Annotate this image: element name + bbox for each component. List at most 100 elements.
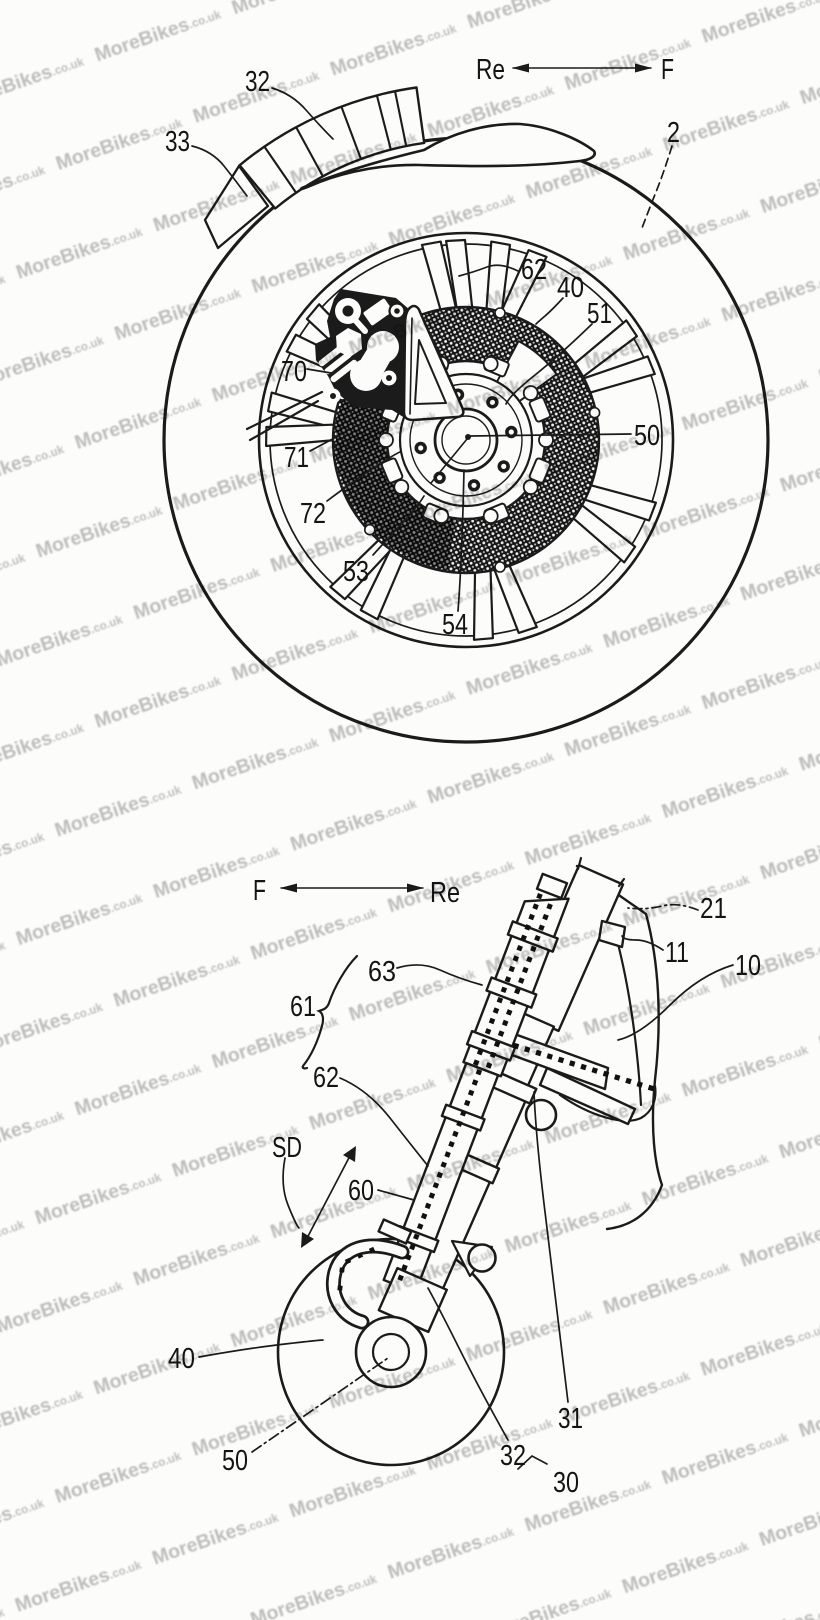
svg-text:MoreBikes.co.uk: MoreBikes.co.uk — [464, 0, 596, 33]
svg-text:50: 50 — [634, 420, 660, 452]
svg-text:MoreBikes.co.uk: MoreBikes.co.uk — [112, 281, 244, 345]
svg-text:MoreBikes.co.uk: MoreBikes.co.uk — [248, 901, 380, 965]
svg-text:MoreBikes.co.uk: MoreBikes.co.uk — [719, 263, 820, 327]
svg-text:62: 62 — [313, 1062, 339, 1094]
svg-text:MoreBikes.co.uk: MoreBikes.co.uk — [777, 433, 820, 497]
svg-text:MoreBikes.co.uk: MoreBikes.co.uk — [0, 933, 9, 997]
svg-text:MoreBikes.co.uk: MoreBikes.co.uk — [111, 948, 243, 1012]
svg-text:MoreBikes.co.uk: MoreBikes.co.uk — [718, 929, 820, 993]
svg-text:MoreBikes.co.uk: MoreBikes.co.uk — [0, 267, 9, 331]
svg-text:MoreBikes.co.uk: MoreBikes.co.uk — [699, 0, 820, 48]
svg-text:51: 51 — [587, 298, 612, 330]
svg-text:MoreBikes.co.uk: MoreBikes.co.uk — [268, 1179, 400, 1243]
svg-text:MoreBikes.co.uk: MoreBikes.co.uk — [229, 622, 361, 686]
svg-text:MoreBikes.co.uk: MoreBikes.co.uk — [92, 669, 224, 733]
svg-text:30: 30 — [553, 1467, 579, 1499]
svg-text:MoreBikes.co.uk: MoreBikes.co.uk — [130, 1227, 262, 1291]
svg-text:21: 21 — [700, 893, 727, 925]
svg-text:MoreBikes.co.uk: MoreBikes.co.uk — [0, 995, 106, 1059]
svg-text:SD: SD — [272, 1132, 302, 1164]
svg-text:MoreBikes.co.uk: MoreBikes.co.uk — [33, 499, 165, 563]
svg-text:MoreBikes.co.uk: MoreBikes.co.uk — [659, 1425, 791, 1489]
svg-text:MoreBikes.co.uk: MoreBikes.co.uk — [287, 792, 419, 856]
svg-text:11: 11 — [665, 937, 689, 969]
svg-text:MoreBikes.co.uk: MoreBikes.co.uk — [0, 328, 107, 392]
svg-text:70: 70 — [281, 356, 307, 388]
svg-text:MoreBikes.co.uk: MoreBikes.co.uk — [229, 0, 361, 19]
svg-text:MoreBikes.co.uk: MoreBikes.co.uk — [12, 1553, 144, 1617]
svg-text:MoreBikes.co.uk: MoreBikes.co.uk — [619, 1534, 751, 1598]
svg-text:32: 32 — [500, 1440, 526, 1472]
svg-text:MoreBikes.co.uk: MoreBikes.co.uk — [0, 1104, 67, 1168]
svg-text:MoreBikes.co.uk: MoreBikes.co.uk — [326, 683, 458, 747]
svg-text:MoreBikes.co.uk: MoreBikes.co.uk — [72, 390, 204, 454]
svg-text:MoreBikes.co.uk: MoreBikes.co.uk — [600, 589, 732, 653]
svg-text:MoreBikes.co.uk: MoreBikes.co.uk — [502, 1194, 634, 1258]
svg-text:40: 40 — [557, 272, 584, 304]
svg-text:MoreBikes.co.uk: MoreBikes.co.uk — [620, 201, 752, 265]
svg-text:MoreBikes.co.uk: MoreBikes.co.uk — [0, 1383, 86, 1447]
svg-text:MoreBikes.co.uk: MoreBikes.co.uk — [562, 31, 694, 95]
svg-text:2: 2 — [667, 117, 680, 149]
svg-text:MoreBikes.co.uk: MoreBikes.co.uk — [816, 991, 820, 1055]
svg-text:MoreBikes.co.uk: MoreBikes.co.uk — [52, 778, 184, 842]
svg-text:71: 71 — [284, 442, 309, 474]
svg-text:61: 61 — [290, 991, 316, 1023]
svg-text:MoreBikes.co.uk: MoreBikes.co.uk — [346, 962, 478, 1026]
svg-text:31: 31 — [558, 1403, 583, 1435]
svg-text:MoreBikes.co.uk: MoreBikes.co.uk — [620, 868, 752, 932]
svg-text:MoreBikes.co.uk: MoreBikes.co.uk — [149, 1506, 281, 1570]
svg-text:MoreBikes.co.uk: MoreBikes.co.uk — [600, 1255, 732, 1319]
svg-text:MoreBikes.co.uk: MoreBikes.co.uk — [797, 45, 820, 109]
svg-text:MoreBikes.co.uk: MoreBikes.co.uk — [0, 437, 67, 501]
svg-text:MoreBikes.co.uk: MoreBikes.co.uk — [0, 716, 87, 780]
svg-text:MoreBikes.co.uk: MoreBikes.co.uk — [425, 745, 557, 809]
svg-text:MoreBikes.co.uk: MoreBikes.co.uk — [0, 1274, 126, 1338]
svg-text:MoreBikes.co.uk: MoreBikes.co.uk — [92, 2, 224, 66]
svg-text:72: 72 — [300, 498, 326, 530]
svg-text:MoreBikes.co.uk: MoreBikes.co.uk — [32, 1165, 164, 1229]
svg-text:MoreBikes.co.uk: MoreBikes.co.uk — [776, 1099, 820, 1163]
svg-text:MoreBikes.co.uk: MoreBikes.co.uk — [0, 825, 47, 889]
svg-text:MoreBikes.co.uk: MoreBikes.co.uk — [0, 607, 126, 671]
svg-text:54: 54 — [442, 609, 468, 641]
svg-text:MoreBikes.co.uk: MoreBikes.co.uk — [757, 154, 820, 218]
svg-text:MoreBikes.co.uk: MoreBikes.co.uk — [738, 542, 820, 606]
svg-text:MoreBikes.co.uk: MoreBikes.co.uk — [248, 1567, 380, 1620]
svg-text:MoreBikes.co.uk: MoreBikes.co.uk — [679, 371, 811, 435]
svg-text:33: 33 — [165, 126, 190, 158]
svg-text:MoreBikes.co.uk: MoreBikes.co.uk — [0, 1491, 47, 1555]
svg-text:MoreBikes.co.uk: MoreBikes.co.uk — [249, 234, 381, 298]
svg-text:Re: Re — [476, 54, 505, 86]
svg-text:MoreBikes.co.uk: MoreBikes.co.uk — [482, 1581, 614, 1620]
svg-text:53: 53 — [343, 556, 369, 588]
svg-text:MoreBikes.co.uk: MoreBikes.co.uk — [757, 820, 820, 884]
svg-text:MoreBikes.co.uk: MoreBikes.co.uk — [385, 1520, 517, 1584]
svg-text:MoreBikes.co.uk: MoreBikes.co.uk — [718, 1596, 820, 1620]
svg-text:MoreBikes.co.uk: MoreBikes.co.uk — [756, 1487, 820, 1551]
svg-text:MoreBikes.co.uk: MoreBikes.co.uk — [522, 1473, 654, 1537]
svg-text:MoreBikes.co.uk: MoreBikes.co.uk — [737, 1208, 820, 1272]
svg-text:MoreBikes.co.uk: MoreBikes.co.uk — [0, 158, 48, 222]
svg-text:MoreBikes.co.uk: MoreBikes.co.uk — [52, 1444, 184, 1508]
svg-text:MoreBikes.co.uk: MoreBikes.co.uk — [0, 0, 127, 5]
svg-text:MoreBikes.co.uk: MoreBikes.co.uk — [72, 1056, 204, 1120]
svg-text:63: 63 — [368, 956, 396, 988]
svg-text:MoreBikes.co.uk: MoreBikes.co.uk — [679, 1038, 811, 1102]
svg-text:MoreBikes.co.uk: MoreBikes.co.uk — [522, 806, 654, 870]
svg-text:62: 62 — [521, 254, 547, 286]
svg-text:Re: Re — [430, 877, 460, 909]
svg-text:MoreBikes.co.uk: MoreBikes.co.uk — [561, 1364, 693, 1428]
svg-text:MoreBikes.co.uk: MoreBikes.co.uk — [816, 324, 820, 388]
svg-text:MoreBikes.co.uk: MoreBikes.co.uk — [796, 1378, 820, 1442]
svg-text:MoreBikes.co.uk: MoreBikes.co.uk — [327, 17, 459, 81]
svg-text:MoreBikes.co.uk: MoreBikes.co.uk — [659, 759, 791, 823]
svg-text:MoreBikes.co.uk: MoreBikes.co.uk — [286, 1458, 418, 1522]
svg-text:MoreBikes.co.uk: MoreBikes.co.uk — [131, 560, 263, 624]
svg-text:MoreBikes.co.uk: MoreBikes.co.uk — [91, 1335, 223, 1399]
svg-text:MoreBikes.co.uk: MoreBikes.co.uk — [13, 220, 145, 284]
svg-text:F: F — [253, 875, 266, 907]
svg-text:MoreBikes.co.uk: MoreBikes.co.uk — [796, 712, 820, 776]
svg-text:60: 60 — [348, 1175, 374, 1207]
svg-text:10: 10 — [735, 950, 761, 982]
